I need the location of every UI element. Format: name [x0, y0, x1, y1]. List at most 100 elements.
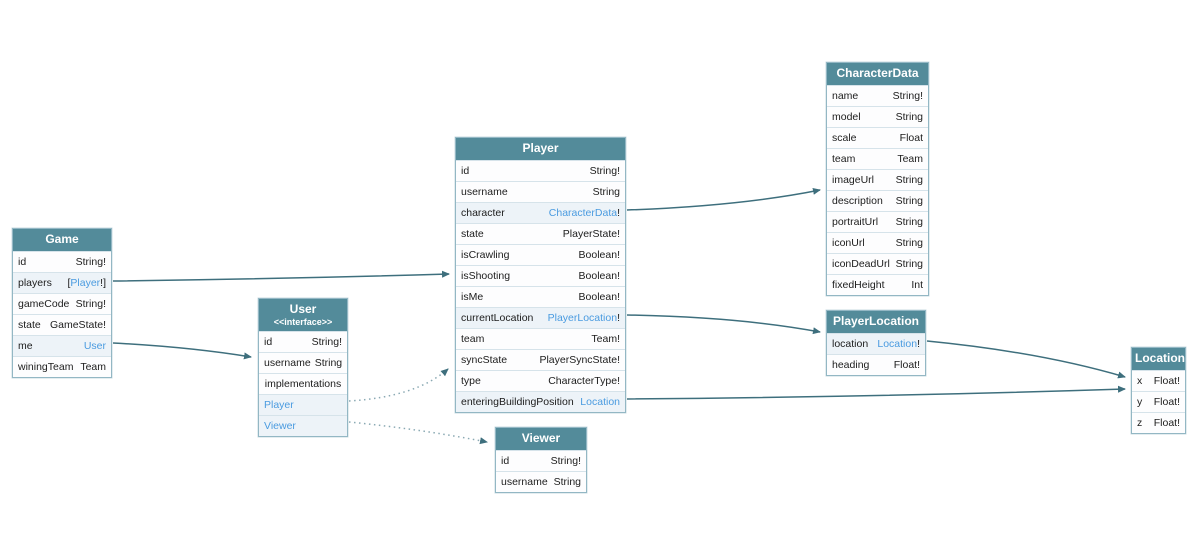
field-name: description — [832, 194, 883, 207]
field-type-link[interactable]: Location — [877, 337, 918, 350]
table-header-player[interactable]: Player — [456, 138, 625, 160]
field-name: location — [832, 337, 869, 350]
field-row-player-type[interactable]: type CharacterType! — [456, 369, 625, 391]
edges-group — [112, 187, 1126, 445]
field-row-characterdata-description[interactable]: description String — [827, 189, 928, 211]
table-header-user[interactable]: User<<interface>> — [259, 299, 347, 332]
field-row-player-isMe[interactable]: isMe Boolean! — [456, 285, 625, 307]
field-row-game-gameCode[interactable]: gameCode String! — [13, 292, 111, 314]
field-row-user-Viewer[interactable]: Viewer — [259, 415, 347, 437]
field-type: Float! — [1154, 417, 1180, 429]
field-name: type — [461, 374, 481, 387]
field-type-link[interactable]: PlayerLocation — [547, 311, 618, 324]
field-type: User — [84, 340, 106, 352]
table-header-viewer[interactable]: Viewer — [496, 428, 586, 450]
field-name: team — [461, 332, 485, 345]
field-row-characterdata-iconDeadUrl[interactable]: iconDeadUrl String — [827, 252, 928, 274]
field-row-game-id[interactable]: id String! — [13, 250, 111, 272]
field-type: String — [896, 258, 923, 270]
table-header-game[interactable]: Game — [13, 229, 111, 251]
field-type-text: Team — [80, 360, 106, 373]
field-type-link[interactable]: User — [83, 339, 106, 352]
field-row-user-Player[interactable]: Player — [259, 394, 347, 416]
field-name: id — [264, 336, 273, 349]
field-type-text: String! — [75, 297, 106, 310]
field-name: players — [18, 276, 52, 289]
field-name: username — [264, 357, 311, 370]
field-row-game-players[interactable]: players[Player!] — [13, 271, 111, 293]
field-type-text: String — [895, 173, 923, 186]
field-type-link[interactable]: Player — [70, 276, 101, 289]
field-type-text: String — [895, 257, 923, 270]
table-title: PlayerLocation — [832, 314, 920, 328]
field-name: id — [18, 255, 27, 268]
field-type: Boolean! — [579, 249, 620, 261]
edge-user-implementation-player — [348, 368, 449, 402]
field-type: String! — [76, 298, 106, 310]
table-header-playerlocation[interactable]: PlayerLocation — [827, 311, 925, 333]
field-type-text: String — [592, 185, 620, 198]
field-name: isMe — [461, 290, 484, 303]
table-header-location[interactable]: Location — [1132, 348, 1185, 370]
field-name: syncState — [461, 353, 508, 366]
implementation-type-link[interactable]: Viewer — [264, 420, 296, 433]
table-title: CharacterData — [836, 66, 919, 80]
field-type: Team! — [591, 333, 620, 345]
field-name: portraitUrl — [832, 215, 879, 228]
field-type: String! — [76, 256, 106, 268]
field-name: gameCode — [18, 297, 70, 310]
field-name: scale — [832, 131, 857, 144]
field-type-link[interactable]: CharacterData — [548, 206, 618, 219]
field-type: Boolean! — [579, 291, 620, 303]
field-type: String — [896, 195, 923, 207]
field-type-text: String — [895, 110, 923, 123]
field-name: state — [461, 227, 484, 240]
field-name: y — [1137, 395, 1143, 408]
field-name: iconDeadUrl — [832, 257, 890, 270]
implementation-type-link[interactable]: Player — [264, 399, 294, 412]
field-row-user-implementations[interactable]: implementations — [259, 373, 347, 395]
edge-user-implementation-viewer — [348, 421, 488, 445]
field-name: enteringBuildingPosition — [461, 395, 574, 408]
table-header-characterdata[interactable]: CharacterData — [827, 63, 928, 85]
field-type-link[interactable]: Location — [580, 395, 620, 408]
field-type: PlayerLocation! — [548, 312, 620, 324]
field-type-text: CharacterType! — [548, 374, 620, 387]
table-title: User — [289, 302, 317, 316]
field-type: Int — [911, 279, 923, 291]
edge-game-players-to-player — [112, 270, 450, 282]
field-row-player-enteringBuildingPosition[interactable]: enteringBuildingPosition Location — [456, 390, 625, 412]
field-type: Boolean! — [579, 270, 620, 282]
field-row-player-team[interactable]: team Team! — [456, 327, 625, 349]
